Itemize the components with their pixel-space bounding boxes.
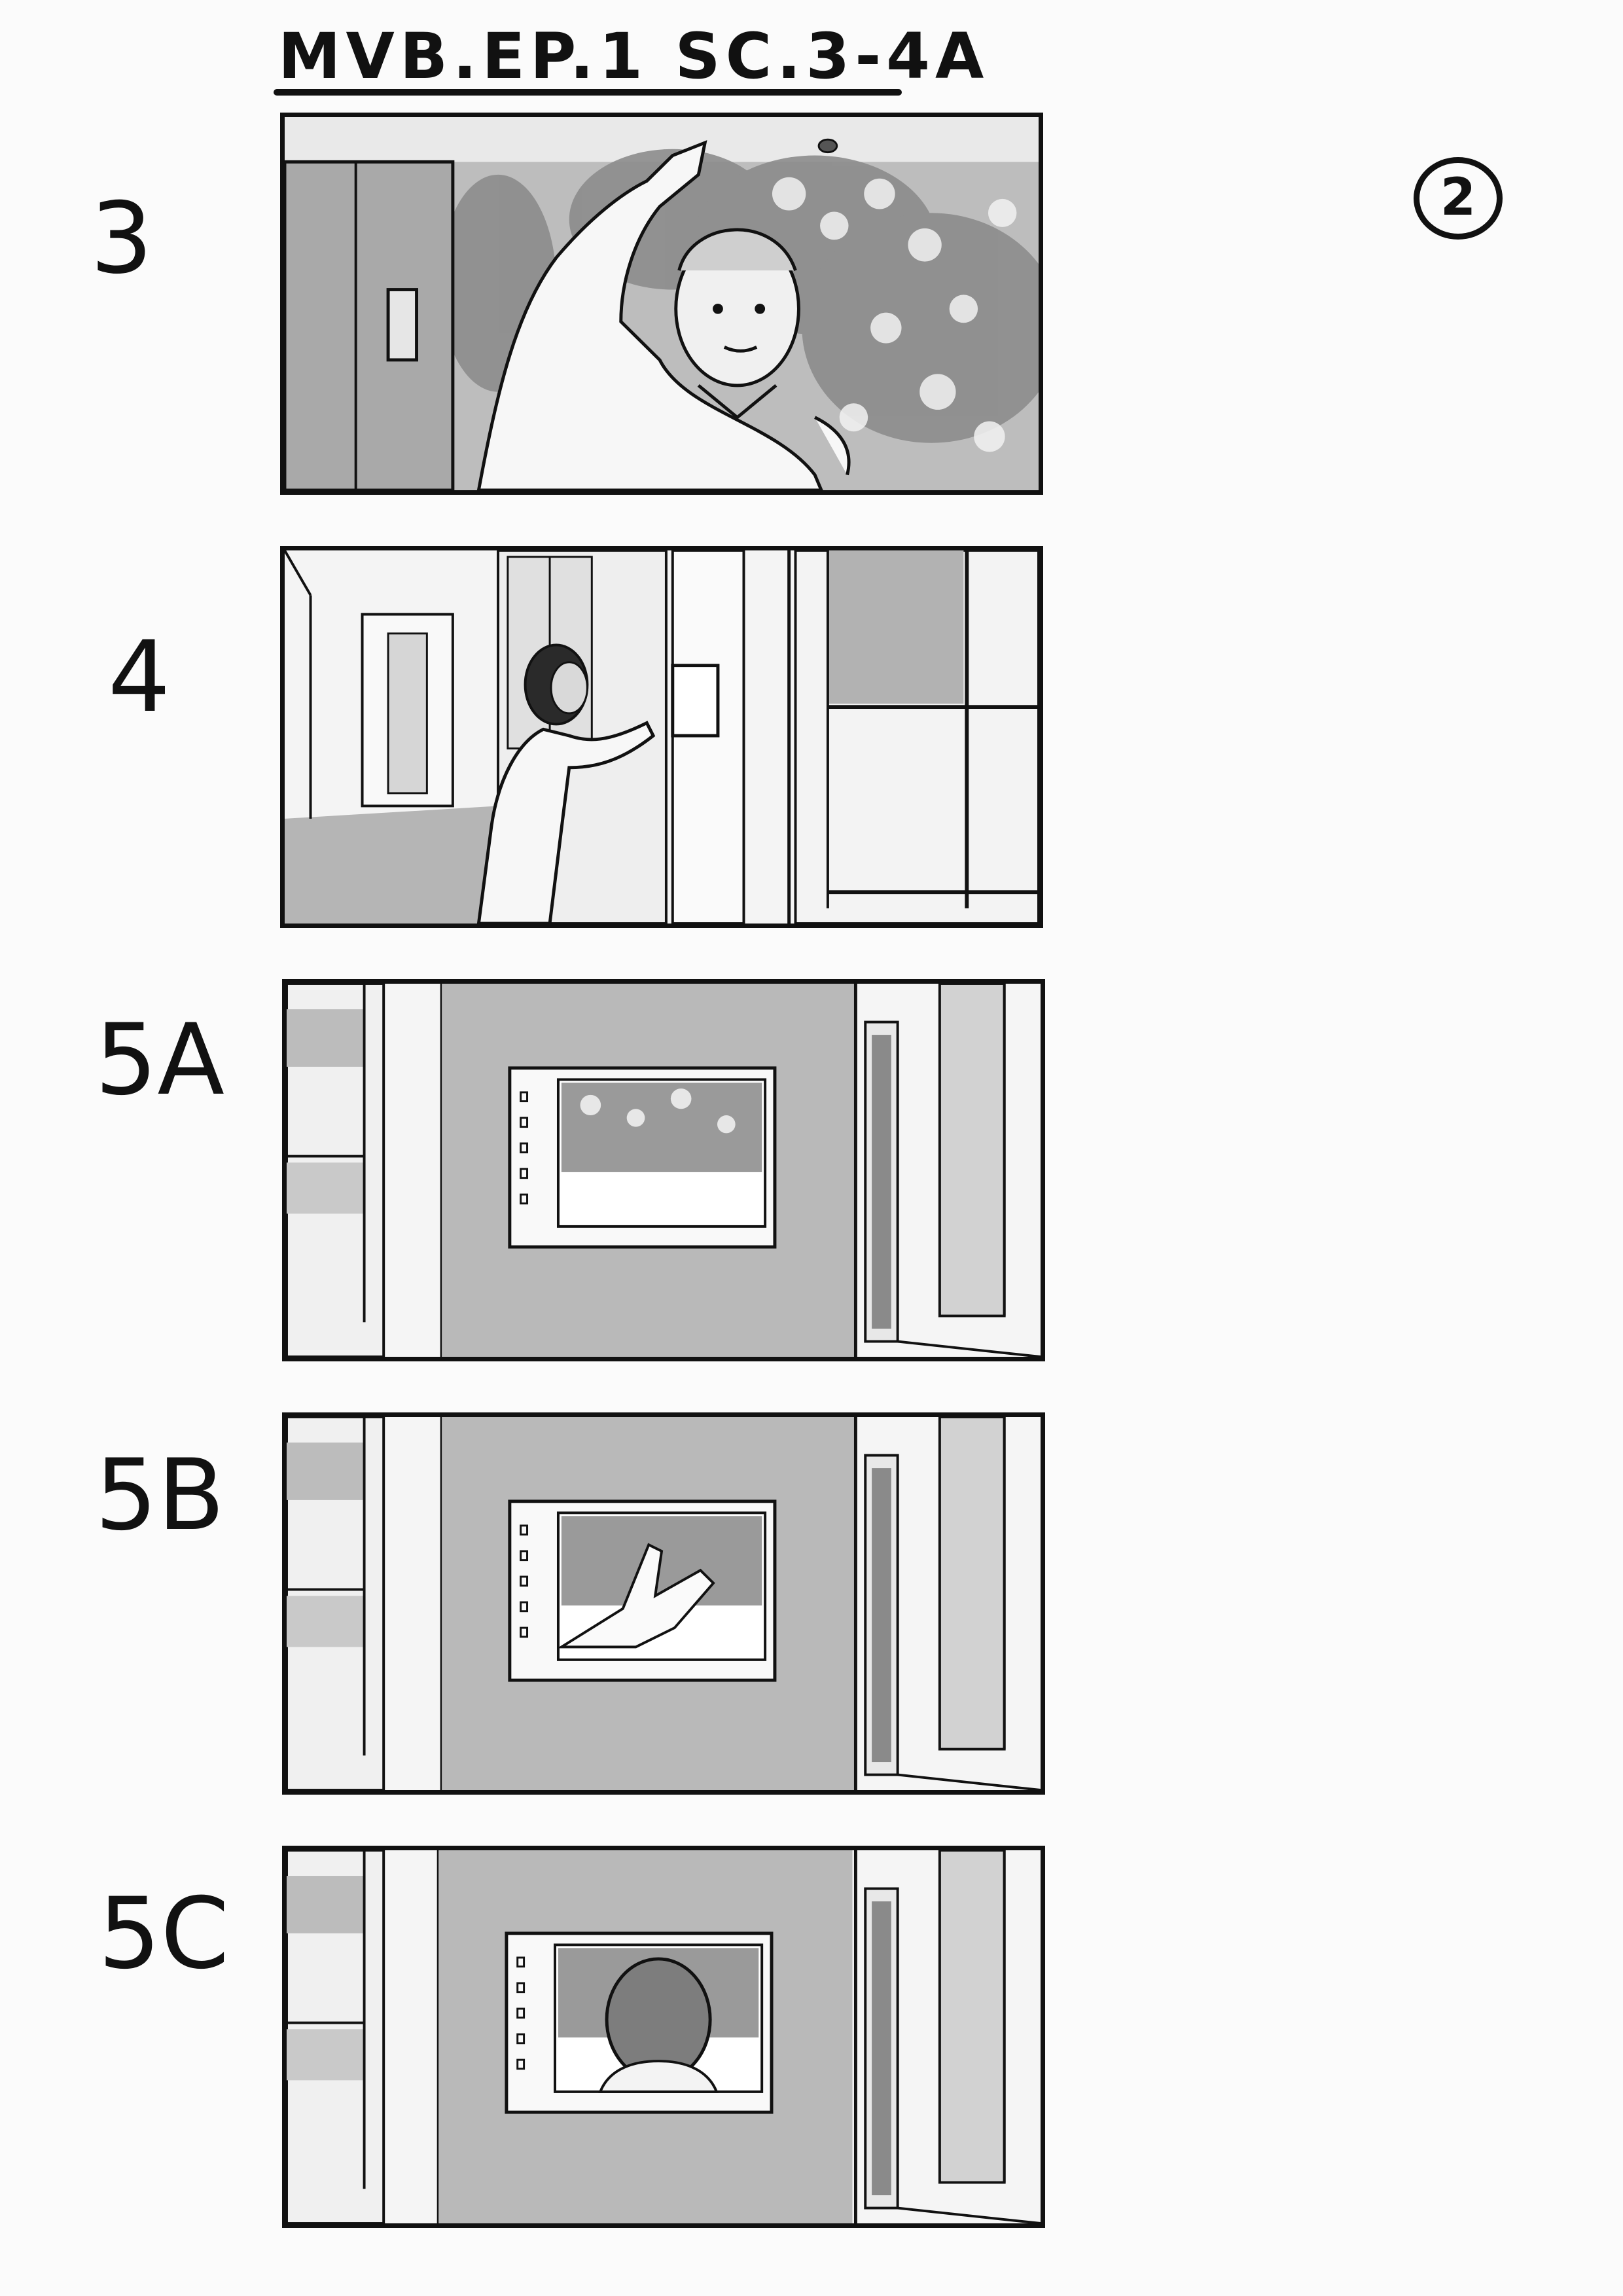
shot-label-3: 3: [90, 182, 153, 296]
shot-label-5c: 5C: [98, 1877, 230, 1991]
storyboard-panel-4: [280, 546, 1043, 928]
shot-label-5b: 5B: [95, 1439, 225, 1552]
panel-5c-drawing: [287, 1850, 1041, 2223]
page-number-badge: 2: [1414, 157, 1503, 240]
panel-4-drawing: [285, 550, 1039, 924]
panel-5b-drawing: [287, 1417, 1041, 1790]
storyboard-panel-3: [280, 113, 1043, 495]
storyboard-panel-5b: [282, 1412, 1045, 1795]
page-title: MVB.EP.1 SC.3-4A: [278, 20, 990, 93]
shot-label-4: 4: [108, 620, 171, 734]
storyboard-panel-5a: [282, 979, 1045, 1361]
shot-label-5a: 5A: [95, 1003, 225, 1117]
panel-3-drawing: [285, 117, 1039, 490]
storyboard-panel-5c: [282, 1846, 1045, 2228]
title-underline: [274, 89, 902, 96]
panel-5a-drawing: [287, 984, 1041, 1357]
